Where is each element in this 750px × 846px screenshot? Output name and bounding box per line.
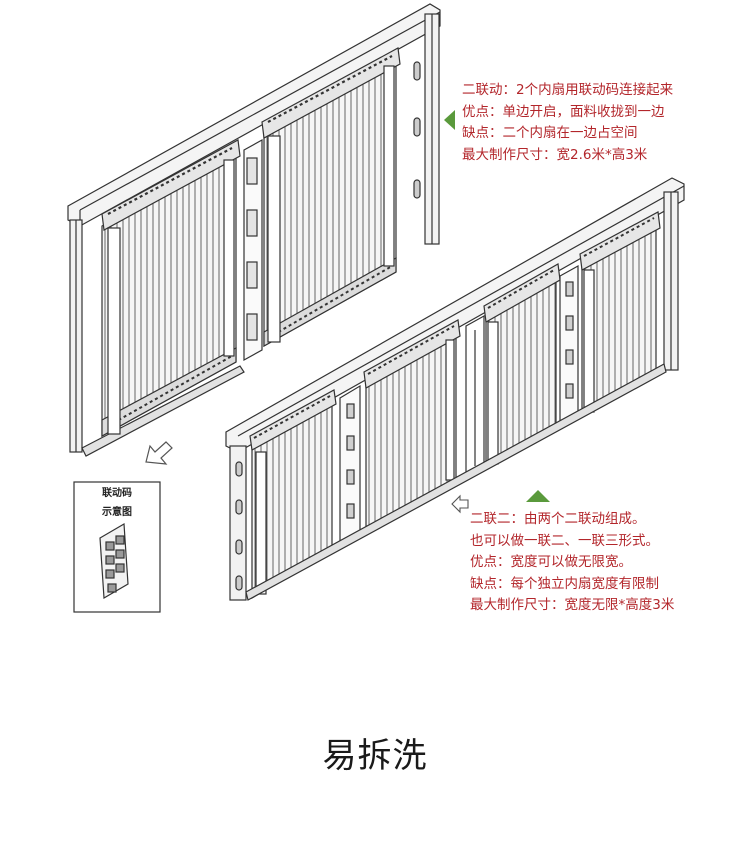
outline-arrow-left-icon	[451, 494, 469, 514]
two-plus-two-description: 二联二：由两个二联动组成。 也可以做一联二、一联三形式。 优点：宽度可以做无限宽…	[470, 509, 674, 617]
outline-arrow-down-left-icon	[145, 441, 173, 465]
note-line: 优点：单边开启，面料收拢到一边	[462, 103, 665, 120]
note-line: 二联动：2个内扇用联动码连接起来	[462, 82, 674, 98]
note-line: 最大制作尺寸：宽2.6米*高3米	[462, 146, 648, 163]
top-door-assembly	[67, 3, 441, 457]
note-line: 最大制作尺寸：宽度无限*高度3米	[470, 597, 675, 613]
legend-line: 示意图	[102, 507, 132, 518]
note-line: 缺点：二个内扇在一边占空间	[462, 125, 638, 141]
headline: 易拆洗	[322, 736, 428, 776]
green-triangle-left-icon	[444, 110, 455, 130]
note-line: 优点：宽度可以做无限宽。	[470, 554, 632, 570]
bottom-door-assembly	[225, 177, 685, 601]
two-linkage-description: 二联动：2个内扇用联动码连接起来 优点：单边开启，面料收拢到一边 缺点：二个内扇…	[462, 80, 673, 166]
green-triangle-up-icon	[526, 490, 550, 502]
legend-label: 联动码 示意图	[74, 484, 160, 522]
note-line: 缺点：每个独立内扇宽度有限制	[470, 575, 659, 592]
legend-line: 联动码	[102, 488, 132, 499]
linkage-code-legend	[73, 481, 161, 613]
note-line: 二联二：由两个二联动组成。	[470, 511, 646, 527]
note-line: 也可以做一联二、一联三形式。	[470, 532, 659, 549]
